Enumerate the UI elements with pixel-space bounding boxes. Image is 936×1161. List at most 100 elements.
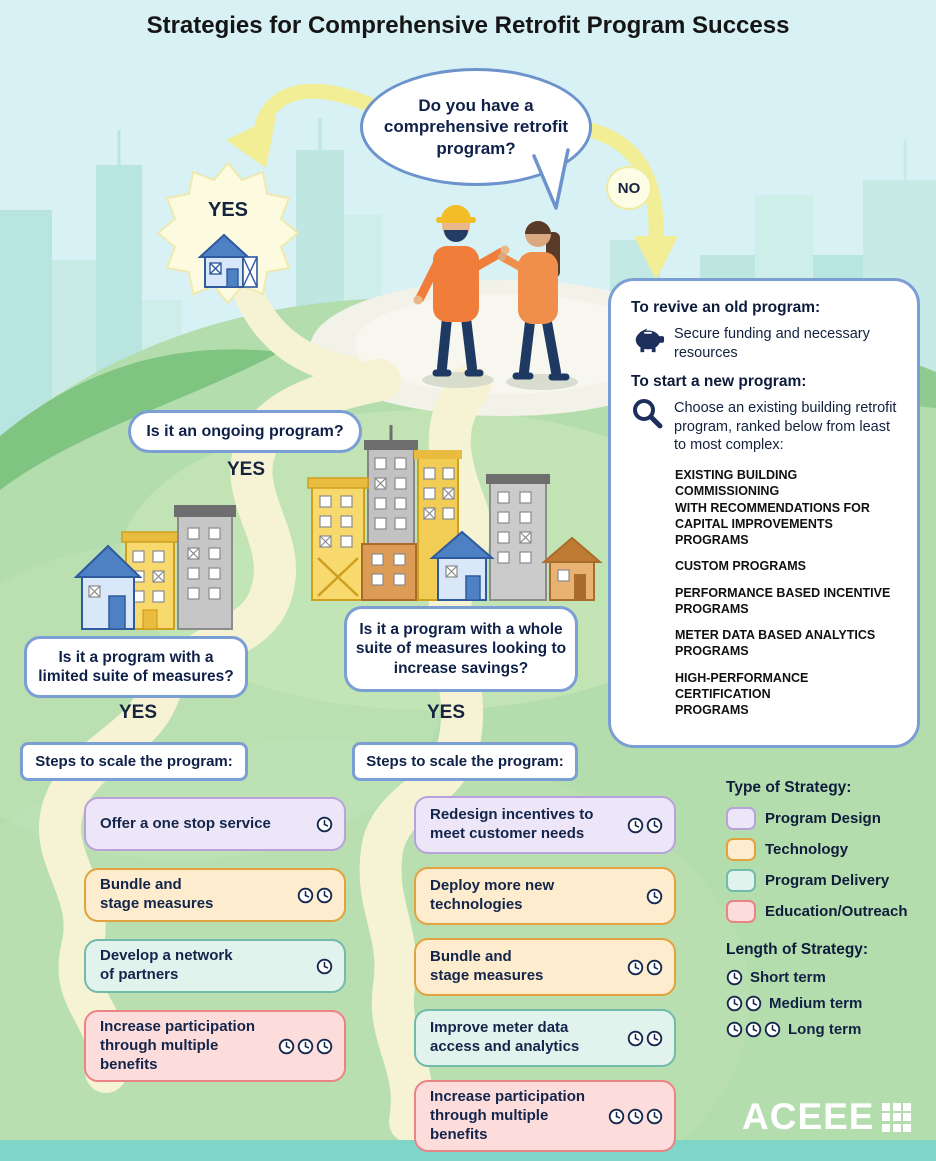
buildings-middle-icon <box>307 425 603 601</box>
no-arrow-icon <box>574 120 678 280</box>
program-item: CUSTOM PROGRAMS <box>675 559 807 574</box>
middle-question-box: Is it a program with a whole suite of me… <box>344 606 578 692</box>
strategy-step-label: Increase participation through multiple … <box>430 1088 586 1143</box>
middle-steps-list: Redesign incentives to meet customer nee… <box>414 796 676 1153</box>
clock-icon <box>297 887 314 903</box>
clock-icon <box>316 958 333 974</box>
strategy-step: Bundle and stage measures <box>84 868 346 922</box>
clock-icon <box>745 995 762 1012</box>
magnifier-icon <box>633 398 663 429</box>
legend-length-label: Short term <box>750 969 826 986</box>
middle-yes-label: YES <box>426 702 466 723</box>
strategy-step-label: Bundle and stage measures <box>430 948 544 984</box>
clock-icon <box>646 888 663 904</box>
strategy-step-label: Improve meter data access and analytics <box>430 1019 580 1055</box>
left-yes-label: YES <box>118 702 158 723</box>
page-title: Strategies for Comprehensive Retrofit Pr… <box>146 12 790 39</box>
strategy-step-label: Offer a one stop service <box>100 814 271 832</box>
clock-icon <box>726 1021 743 1038</box>
clock-icon <box>646 817 663 833</box>
legend-swatch <box>726 900 756 923</box>
clock-icon <box>278 1038 295 1054</box>
clock-icon <box>608 1108 625 1124</box>
speech-bubble-tail <box>532 148 570 210</box>
clock-icon <box>745 1021 762 1038</box>
clock-icon <box>627 1108 644 1124</box>
house-icon <box>197 233 258 288</box>
legend-type-row: Program Delivery <box>726 869 928 892</box>
clock-icon <box>297 1038 314 1054</box>
middle-question-text: Is it a program with a whole suite of me… <box>355 620 567 677</box>
yes-starburst <box>156 161 300 305</box>
clock-icons <box>278 1038 333 1055</box>
legend-type-label: Education/Outreach <box>765 903 908 920</box>
strategy-step: Improve meter data access and analytics <box>414 1009 676 1067</box>
clock-icons <box>627 959 663 976</box>
clock-icon <box>726 969 743 986</box>
aceee-logo-text: ACEEE <box>742 1096 875 1137</box>
start-heading: To start a new program: <box>631 372 807 390</box>
strategy-step: Develop a network of partners <box>84 939 346 993</box>
strategy-step-label: Bundle and stage measures <box>100 876 214 912</box>
strategy-step: Redesign incentives to meet customer nee… <box>414 796 676 854</box>
legend-length-label: Medium term <box>769 995 863 1012</box>
no-answer-badge: NO <box>606 166 652 210</box>
clock-icon <box>316 816 333 832</box>
clock-icons <box>726 995 762 1012</box>
clock-icon <box>316 887 333 903</box>
root-question-text: Do you have a comprehensive retrofit pro… <box>383 96 569 158</box>
left-question-box: Is it a program with a limited suite of … <box>24 636 248 698</box>
legend-type-row: Program Design <box>726 807 928 830</box>
piggy-bank-icon <box>635 328 665 353</box>
legend-swatch <box>726 869 756 892</box>
program-item: PERFORMANCE BASED INCENTIVE PROGRAMS <box>675 585 891 616</box>
middle-steps-heading: Steps to scale the program: <box>352 742 578 781</box>
left-steps-heading-text: Steps to scale the program: <box>35 753 233 770</box>
left-steps-heading: Steps to scale the program: <box>20 742 248 781</box>
ongoing-question-text: Is it an ongoing program? <box>146 422 344 440</box>
legend-length-row: Short term <box>726 969 928 986</box>
strategy-step-label: Redesign incentives to meet customer nee… <box>430 806 594 842</box>
buildings-left-icon <box>73 505 236 630</box>
program-item: EXISTING BUILDING COMMISSIONING WITH REC… <box>675 468 870 548</box>
legend-type-heading: Type of Strategy: <box>726 779 852 796</box>
strategy-step: Increase participation through multiple … <box>414 1080 676 1153</box>
revive-heading: To revive an old program: <box>631 299 821 316</box>
clock-icon <box>627 959 644 975</box>
strategy-step: Bundle and stage measures <box>414 938 676 996</box>
legend-length-row: Long term <box>726 1021 928 1038</box>
clock-icon <box>764 1021 781 1038</box>
clock-icon <box>627 817 644 833</box>
strategy-step-label: Deploy more new technologies <box>430 877 555 913</box>
left-question-text: Is it a program with a limited suite of … <box>38 648 234 685</box>
strategy-step: Increase participation through multiple … <box>84 1010 346 1083</box>
legend-length-label: Long term <box>788 1021 862 1038</box>
clock-icons <box>316 816 333 833</box>
yes-arrow-icon <box>226 83 376 168</box>
clock-icons <box>726 1021 781 1038</box>
clock-icons <box>646 888 663 905</box>
program-item: HIGH-PERFORMANCE CERTIFICATION PROGRAMS <box>675 670 809 718</box>
strategy-step-label: Develop a network of partners <box>100 947 233 983</box>
people-illustration <box>413 205 578 390</box>
yes-answer-label: YES <box>207 199 249 221</box>
clock-icon <box>646 1108 663 1124</box>
middle-steps-heading-text: Steps to scale the program: <box>366 753 564 770</box>
clock-icons <box>627 1030 663 1047</box>
legend-type-row: Technology <box>726 838 928 861</box>
clock-icon <box>646 959 663 975</box>
clock-icons <box>297 887 333 904</box>
strategy-step: Offer a one stop service <box>84 797 346 851</box>
no-answer-label: NO <box>617 179 641 197</box>
legend-type-row: Education/Outreach <box>726 900 928 923</box>
ongoing-question-box: Is it an ongoing program? <box>128 410 362 453</box>
legend-type-label: Technology <box>765 841 849 858</box>
program-ranking-list: EXISTING BUILDING COMMISSIONING WITH REC… <box>675 467 897 718</box>
clock-icons <box>316 958 333 975</box>
start-text: Choose an existing building retrofit pro… <box>674 399 897 454</box>
clock-icon <box>627 1030 644 1046</box>
